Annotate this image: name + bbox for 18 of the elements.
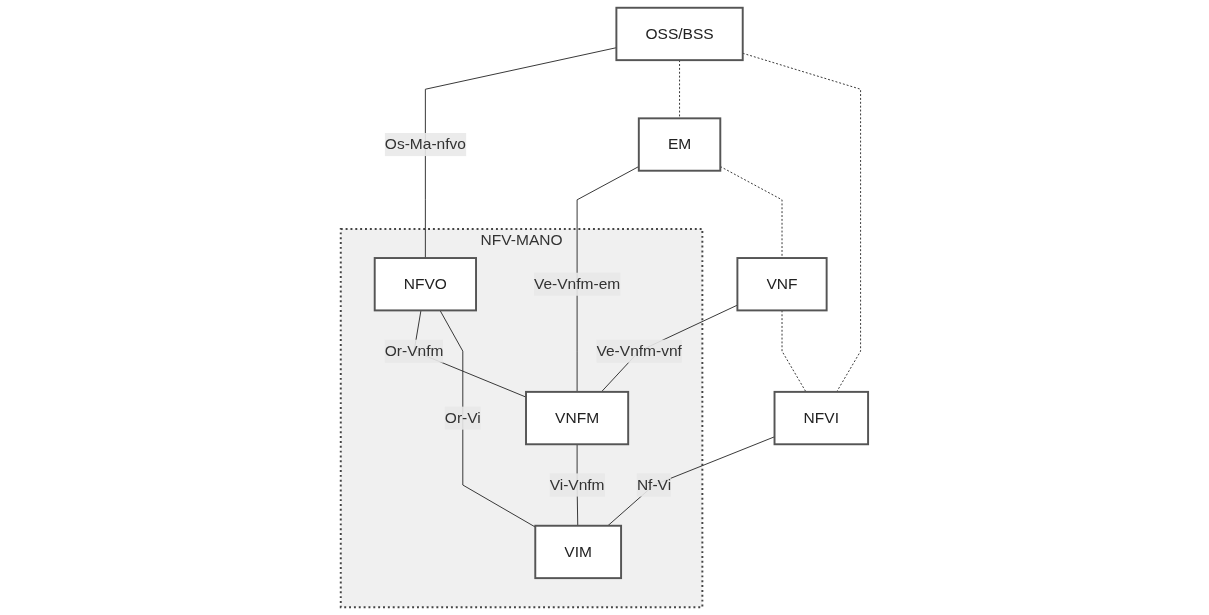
node-box: VNF xyxy=(736,257,828,312)
edge-label: Or-Vi xyxy=(444,409,481,426)
edge-label: Os-Ma-nfvo xyxy=(384,135,466,153)
connector xyxy=(781,309,807,393)
edge-label: Or-Vnfm xyxy=(384,342,444,359)
edge-label: Ve-Vnfm-vnf xyxy=(596,342,682,359)
node-box: NFVO xyxy=(373,257,478,312)
connector xyxy=(439,309,536,528)
node-box: VIM xyxy=(534,524,623,580)
node-box: NFVI xyxy=(773,390,870,446)
node-box: OSS/BSS xyxy=(615,6,744,62)
connector xyxy=(424,47,617,259)
edge-label: Ve-Vnfm-em xyxy=(534,275,621,292)
connector xyxy=(679,59,681,119)
node-box: EM xyxy=(637,117,722,172)
edge-label: Nf-Vi xyxy=(636,476,672,493)
edge-label: Vi-Vnfm xyxy=(549,476,605,493)
node-box: VNFM xyxy=(525,390,630,446)
